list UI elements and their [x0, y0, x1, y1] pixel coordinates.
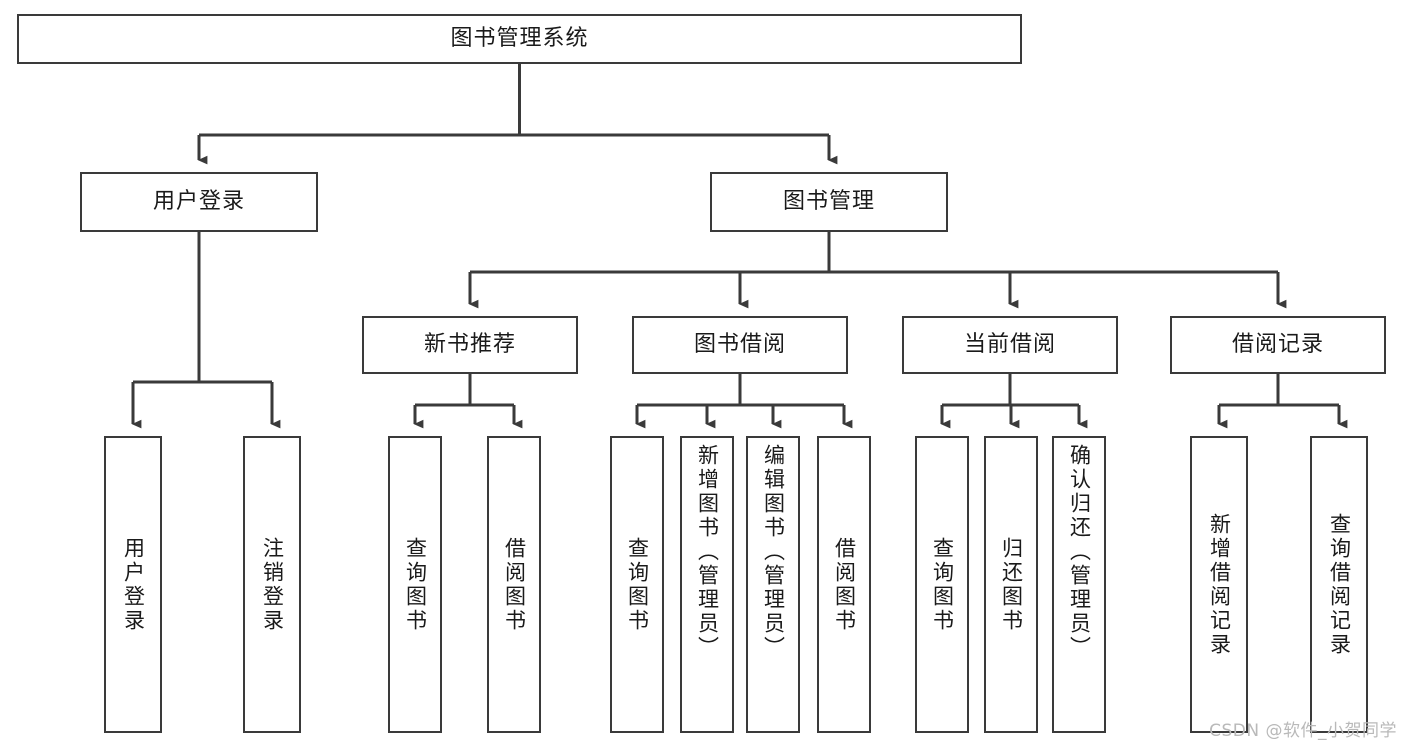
node-label: 查询图书 — [403, 536, 428, 633]
leaf-node-leaf-edit-book[interactable]: 编辑图书（管理员） — [746, 436, 800, 733]
leaf-node-leaf-query-book-1[interactable]: 查询图书 — [388, 436, 442, 733]
leaf-node-leaf-query-book-2[interactable]: 查询图书 — [610, 436, 664, 733]
leaf-node-leaf-add-book[interactable]: 新增图书（管理员） — [680, 436, 734, 733]
leaf-node-leaf-confirm-return[interactable]: 确认归还（管理员） — [1052, 436, 1106, 733]
level3-node-borrow-record[interactable]: 借阅记录 — [1170, 316, 1386, 374]
node-label: 图书管理 — [782, 189, 875, 215]
level3-node-current-borrow[interactable]: 当前借阅 — [902, 316, 1118, 374]
watermark-text: CSDN @软件_小贺同学 — [1209, 721, 1397, 741]
node-label: 注销登录 — [260, 536, 285, 633]
node-label: 图书管理系统 — [450, 26, 589, 52]
node-label: 查询图书 — [930, 536, 955, 633]
root-node-root[interactable]: 图书管理系统 — [17, 14, 1022, 64]
node-label: 新书推荐 — [423, 332, 516, 358]
node-label: 查询图书 — [625, 536, 650, 633]
leaf-node-leaf-return-book[interactable]: 归还图书 — [984, 436, 1038, 733]
leaf-node-leaf-query-record[interactable]: 查询借阅记录 — [1310, 436, 1368, 733]
node-label: 编辑图书（管理员） — [761, 444, 786, 660]
level2-node-user-login[interactable]: 用户登录 — [80, 172, 318, 232]
level3-node-book-borrow[interactable]: 图书借阅 — [632, 316, 848, 374]
node-label: 图书借阅 — [693, 332, 786, 358]
node-label: 归还图书 — [999, 536, 1024, 633]
leaf-node-leaf-logout[interactable]: 注销登录 — [243, 436, 301, 733]
level2-node-book-manage[interactable]: 图书管理 — [710, 172, 948, 232]
level3-node-new-book-rec[interactable]: 新书推荐 — [362, 316, 578, 374]
leaf-node-leaf-borrow-book-2[interactable]: 借阅图书 — [817, 436, 871, 733]
leaf-node-leaf-add-record[interactable]: 新增借阅记录 — [1190, 436, 1248, 733]
node-label: 借阅图书 — [832, 536, 857, 633]
node-label: 查询借阅记录 — [1327, 512, 1352, 657]
node-label: 确认归还（管理员） — [1067, 444, 1092, 660]
leaf-node-leaf-user-login[interactable]: 用户登录 — [104, 436, 162, 733]
node-label: 用户登录 — [121, 536, 146, 633]
node-label: 当前借阅 — [963, 332, 1056, 358]
node-label: 用户登录 — [152, 189, 245, 215]
node-label: 借阅图书 — [502, 536, 527, 633]
node-label: 新增借阅记录 — [1207, 512, 1232, 657]
node-label: 新增图书（管理员） — [695, 444, 720, 660]
leaf-node-leaf-borrow-book-1[interactable]: 借阅图书 — [487, 436, 541, 733]
leaf-node-leaf-query-book-3[interactable]: 查询图书 — [915, 436, 969, 733]
node-label: 借阅记录 — [1231, 332, 1324, 358]
